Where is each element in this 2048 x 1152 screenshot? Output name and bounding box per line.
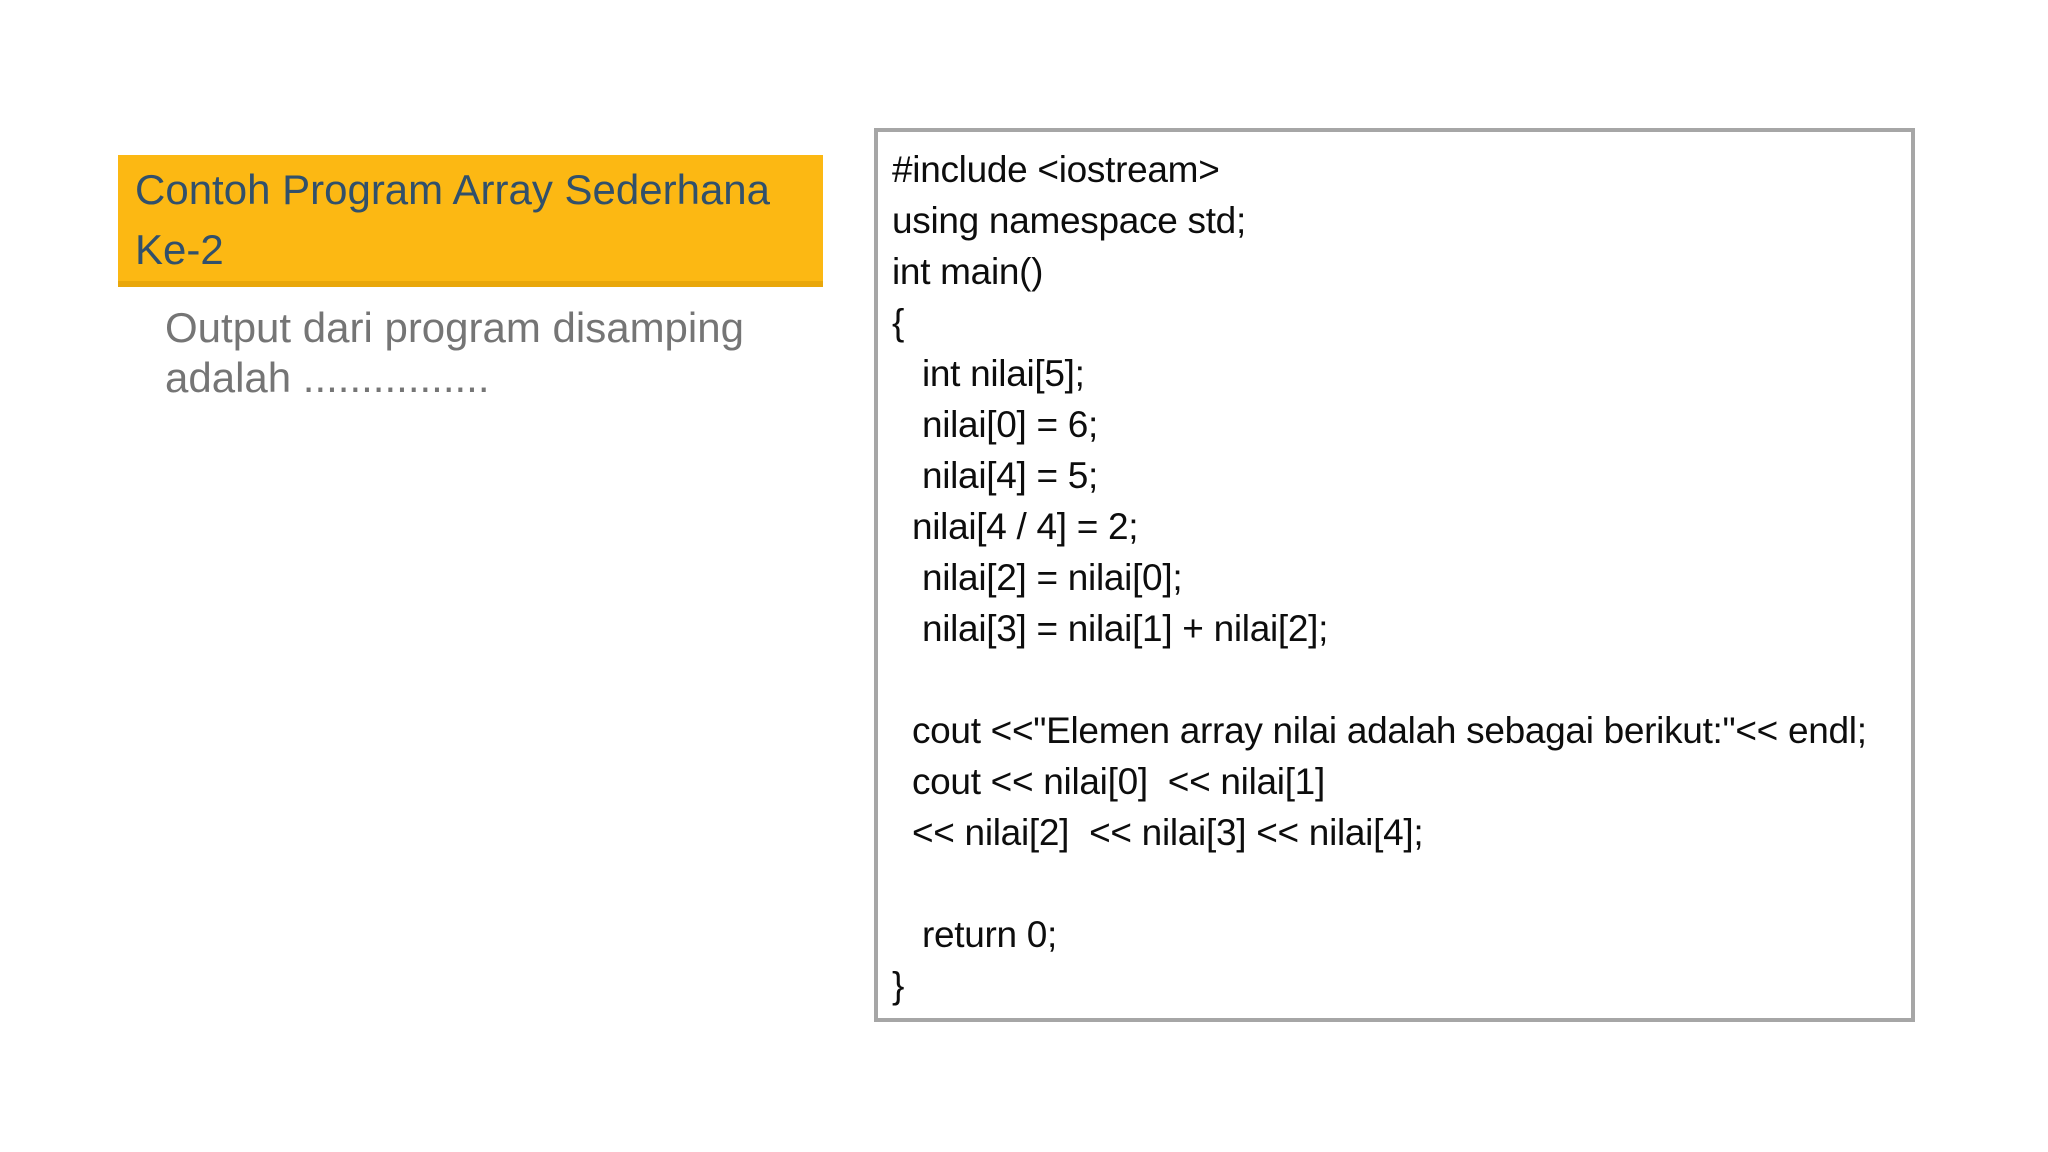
code-line: { <box>892 302 905 343</box>
code-line: nilai[3] = nilai[1] + nilai[2]; <box>892 608 1329 649</box>
code-line: cout << nilai[0] << nilai[1] <box>892 761 1325 802</box>
code-line: int nilai[5]; <box>892 353 1085 394</box>
slide-title-line1: Contoh Program Array Sederhana <box>135 166 771 213</box>
code-line: #include <iostream> <box>892 149 1220 190</box>
question-line1: Output dari program disamping <box>165 304 744 351</box>
code-line <box>892 654 1911 705</box>
code-line: int main() <box>892 251 1044 292</box>
question-text: Output dari program disamping adalah ...… <box>165 303 744 403</box>
code-line: nilai[4 / 4] = 2; <box>892 506 1139 547</box>
title-card: Contoh Program Array Sederhana Ke-2 <box>118 155 823 287</box>
code-line: nilai[0] = 6; <box>892 404 1099 445</box>
code-line: cout <<"Elemen array nilai adalah sebaga… <box>892 710 1867 751</box>
code-line: return 0; <box>892 914 1058 955</box>
slide-title-line2: Ke-2 <box>135 226 224 273</box>
code-line: } <box>892 965 905 1006</box>
code-panel: #include <iostream> using namespace std;… <box>874 128 1915 1022</box>
code-line: nilai[4] = 5; <box>892 455 1099 496</box>
question-line2: adalah ................ <box>165 354 490 401</box>
code-line: << nilai[2] << nilai[3] << nilai[4]; <box>892 812 1424 853</box>
code-line: using namespace std; <box>892 200 1246 241</box>
code-line: nilai[2] = nilai[0]; <box>892 557 1183 598</box>
code-line <box>892 858 1911 909</box>
